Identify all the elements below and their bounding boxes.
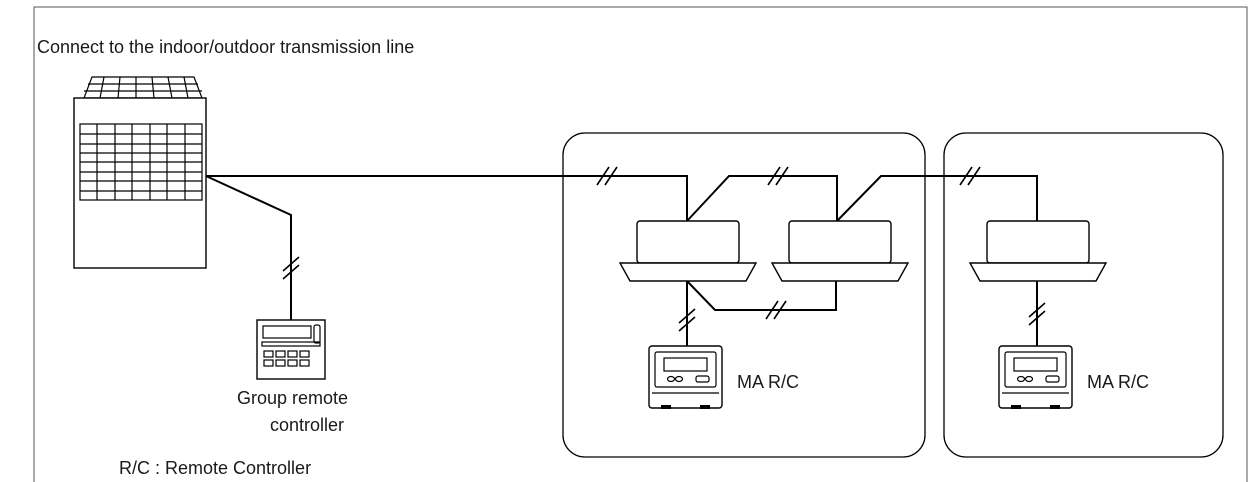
ma-remote-controller-b-label: MA R/C — [1087, 372, 1149, 392]
transmission-line — [205, 175, 1038, 346]
group-remote-controller-label-line1: Group remote — [237, 388, 348, 408]
group-remote-controller-icon — [256, 319, 326, 380]
ma-remote-controller-a-label: MA R/C — [737, 372, 799, 392]
outer-frame — [33, 6, 1248, 482]
indoor-unit-3-icon — [968, 220, 1108, 282]
indoor-unit-2-icon — [770, 220, 910, 282]
ma-remote-controller-b-icon — [998, 345, 1073, 409]
two-wire-markers — [282, 166, 1046, 332]
footer-legend: R/C : Remote Controller — [119, 458, 311, 478]
group-remote-controller-label-line2: controller — [270, 415, 344, 435]
outdoor-unit-icon — [73, 76, 207, 269]
indoor-unit-1-icon — [618, 220, 758, 282]
header-caption: Connect to the indoor/outdoor transmissi… — [37, 37, 414, 57]
room-enclosure-b — [943, 132, 1224, 458]
room-enclosure-a — [562, 132, 926, 458]
ma-remote-controller-a-icon — [648, 345, 723, 409]
